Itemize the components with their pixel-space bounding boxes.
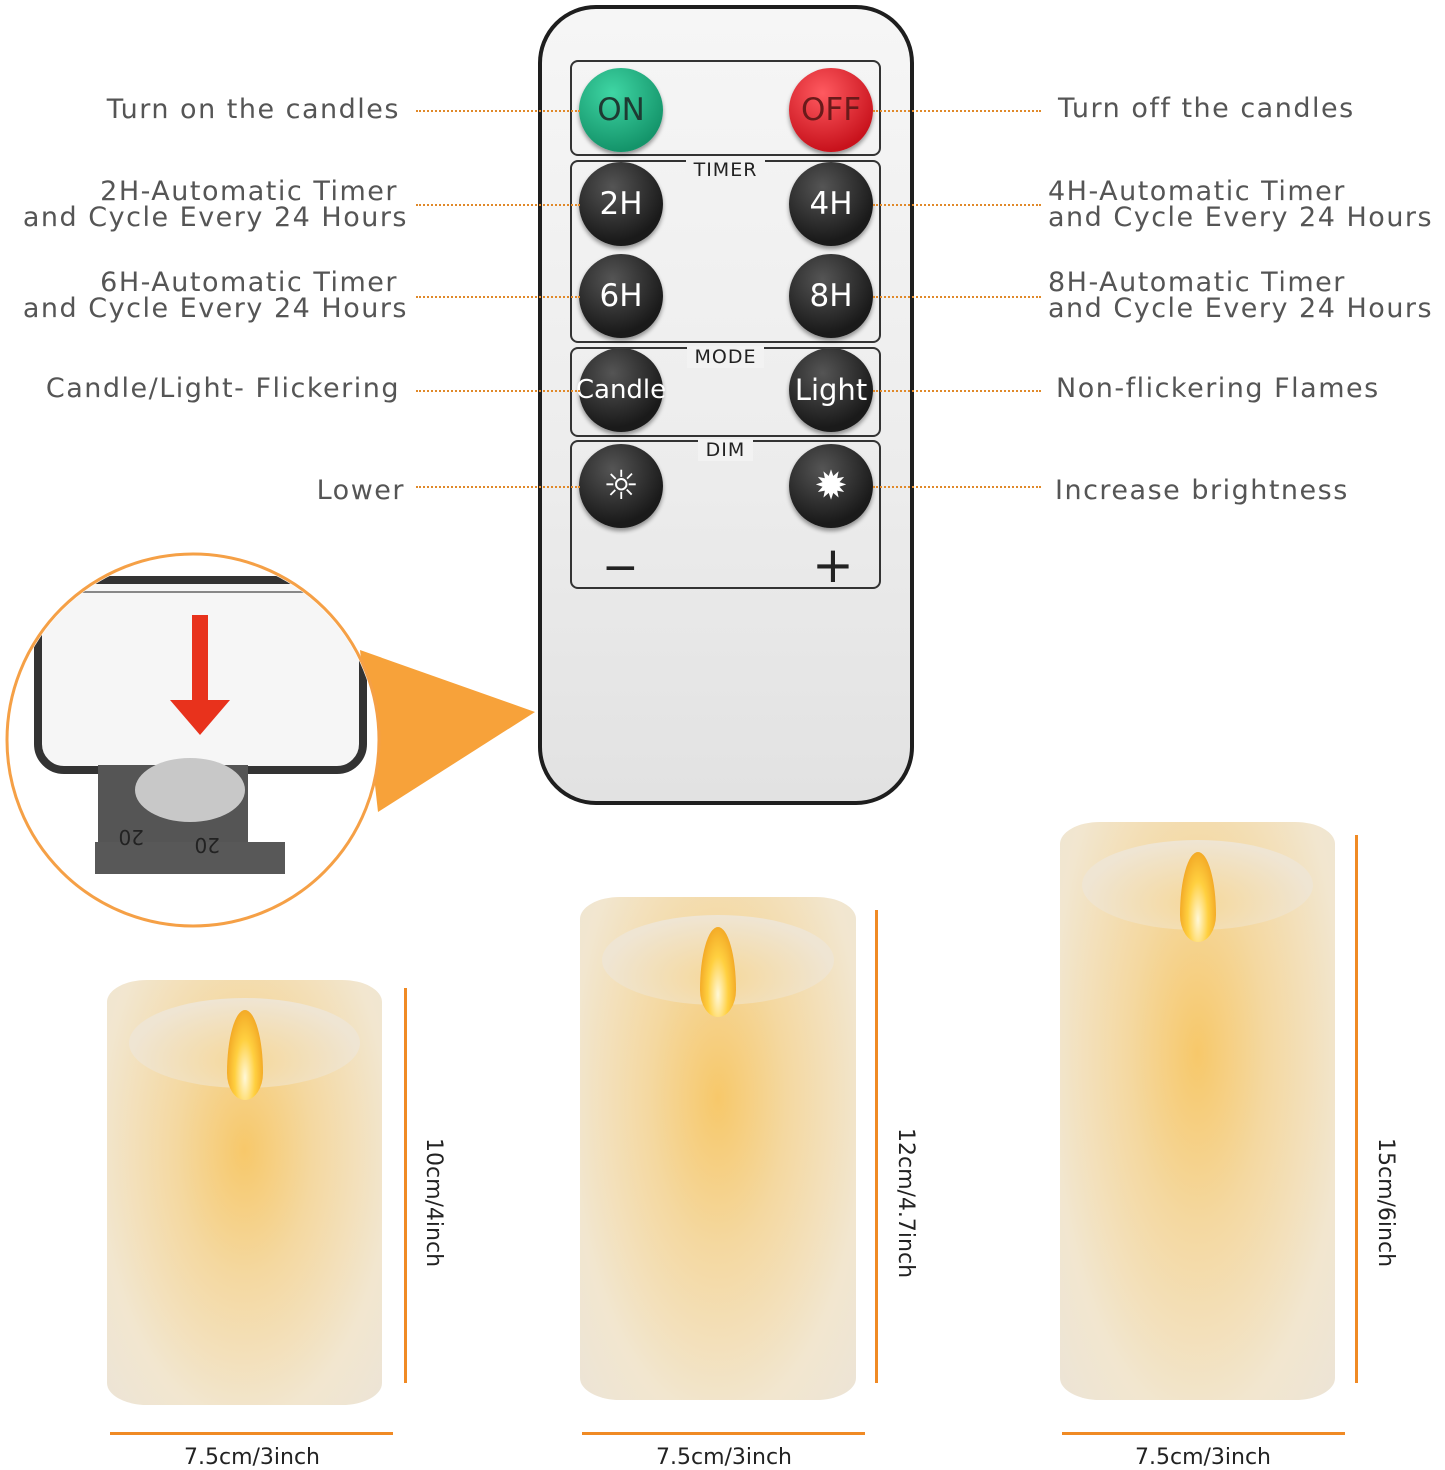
label-turn-on: Turn on the candles xyxy=(106,94,400,125)
timer-6h-button[interactable]: 6H xyxy=(579,254,663,338)
label-candle-mode: Candle/Light- Flickering xyxy=(45,373,400,404)
timer-panel: TIMER xyxy=(570,159,881,343)
width-label-large: 7.5cm/3inch xyxy=(1134,1445,1272,1470)
plus-label: + xyxy=(812,536,854,594)
candle-large xyxy=(1060,822,1335,1400)
candle-medium xyxy=(580,897,856,1400)
height-arrow xyxy=(1355,835,1358,1383)
mode-panel: MODE xyxy=(570,346,881,437)
leader-line xyxy=(416,486,580,488)
width-arrow xyxy=(1062,1432,1345,1435)
height-label-large: 15cm/6inch xyxy=(1373,1138,1398,1268)
label-increase: Increase brightness xyxy=(1055,475,1349,506)
height-arrow xyxy=(404,988,407,1383)
on-button[interactable]: ON xyxy=(579,68,663,152)
battery-mark: 20 xyxy=(195,833,220,857)
leader-line xyxy=(873,296,1041,298)
leader-line xyxy=(416,390,580,392)
arrow-down-icon xyxy=(192,615,208,705)
leader-line xyxy=(416,204,580,206)
callout-pointer xyxy=(360,650,535,812)
candle-small xyxy=(107,980,382,1405)
dim-lower-button[interactable]: ☼ xyxy=(579,444,663,528)
battery-callout: 20 20 xyxy=(5,552,535,928)
height-label-small: 10cm/4inch xyxy=(421,1138,446,1268)
leader-line xyxy=(873,390,1041,392)
mode-title: MODE xyxy=(686,346,765,368)
leader-line xyxy=(416,110,580,112)
dim-title: DIM xyxy=(697,439,754,461)
timer-title: TIMER xyxy=(685,159,766,181)
minus-label: − xyxy=(602,542,639,593)
power-panel xyxy=(570,60,881,156)
width-label-small: 7.5cm/3inch xyxy=(183,1445,321,1470)
label-lower: Lower xyxy=(316,475,405,506)
leader-line xyxy=(416,296,580,298)
label-turn-off: Turn off the candles xyxy=(1058,93,1355,124)
dim-panel: DIM − + xyxy=(570,439,881,594)
height-arrow xyxy=(875,910,878,1383)
leader-line xyxy=(873,486,1041,488)
leader-line xyxy=(873,204,1041,206)
off-button[interactable]: OFF xyxy=(789,68,873,152)
width-arrow xyxy=(110,1432,393,1435)
sun-outline-icon: ☼ xyxy=(603,463,639,509)
light-mode-button[interactable]: Light xyxy=(789,348,873,432)
width-label-medium: 7.5cm/3inch xyxy=(655,1445,793,1470)
sun-filled-icon: ✹ xyxy=(814,463,848,509)
battery-mark: 20 xyxy=(119,825,144,849)
height-label-medium: 12cm/4.7inch xyxy=(893,1128,918,1279)
width-arrow xyxy=(582,1432,865,1435)
timer-4h-button[interactable]: 4H xyxy=(789,162,873,246)
coin-battery xyxy=(135,758,245,822)
leader-line xyxy=(873,110,1041,112)
dim-increase-button[interactable]: ✹ xyxy=(789,444,873,528)
timer-8h-button[interactable]: 8H xyxy=(789,254,873,338)
label-light-mode: Non-flickering Flames xyxy=(1056,373,1380,404)
candle-mode-button[interactable]: Candle xyxy=(576,348,666,432)
timer-2h-button[interactable]: 2H xyxy=(579,162,663,246)
